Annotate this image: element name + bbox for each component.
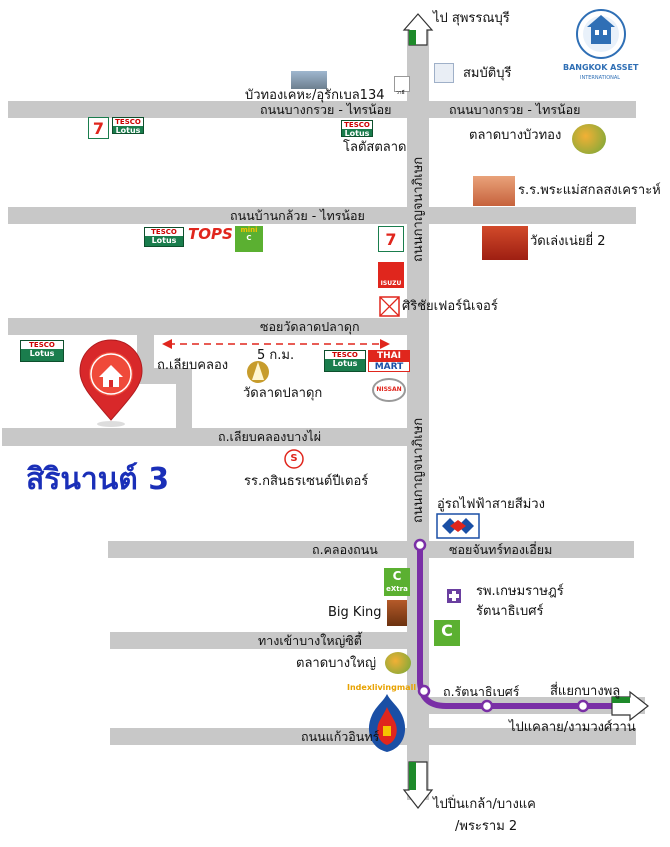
road-liap-khlong-lower	[176, 368, 192, 428]
label-lotus-talat: โลตัสตลาด	[343, 140, 407, 155]
label-sombatburi: สมบัติบุรี	[463, 66, 512, 81]
road-khlong-thanon	[108, 541, 634, 558]
label-road-khlong-thanon: ถ.คลองถนน	[312, 542, 378, 557]
seven-eleven-logo: 7	[88, 117, 109, 139]
isuzu-logo: ISUZU	[378, 262, 404, 288]
label-hospital: รพ.เกษมราษฎร์ รัตนาธิเบศร์	[476, 584, 564, 619]
brand-name: BANGKOK ASSET	[563, 63, 639, 72]
label-index: Indexlivingmall	[347, 683, 417, 692]
label-road-kanchana-lower: ถนนกาญจนาภิเษก	[411, 417, 426, 523]
station-rattanathibet	[417, 684, 431, 698]
brand-sub: INTERNATIONAL	[580, 75, 621, 81]
label-road-soi-chan: ซอยจันทร์ทองเอี่ยม	[449, 542, 553, 557]
big-c-logo: C	[434, 620, 460, 646]
school-building-icon	[473, 176, 515, 206]
label-to-rama2: /พระราม 2	[455, 819, 518, 834]
label-buathong-kehar: บัวทองเคหะ/อุรักเบล134	[245, 88, 385, 103]
road-liap-khlong-bangphai	[2, 428, 408, 446]
label-road-bangkruai-left: ถนนบางกรวย - ไทรน้อย	[260, 102, 392, 117]
seven-eleven-logo-2: 7	[378, 226, 404, 252]
label-sirichai: ศิริชัยเฟอร์นิเจอร์	[402, 299, 498, 314]
label-wat-latpladuk: วัดลาดปลาดุก	[243, 386, 323, 401]
temple-lengnoei-icon	[482, 226, 528, 260]
label-sam-yaek: สี่แยกบางพลู	[550, 684, 621, 699]
label-wat-lengnoei: วัดเล่งเน่ยยี่ 2	[530, 234, 606, 249]
label-road-kanchana-upper: ถนนกาญจนาภิเษก	[411, 156, 426, 262]
label-road-kaeo-in: ถนนแก้วอินทร์	[301, 729, 380, 744]
mrt-logo-icon	[436, 513, 480, 539]
label-phramae: ร.ร.พระแม่สกลสงเคราะห์	[518, 183, 661, 198]
temple-icon	[247, 361, 269, 383]
road-bangyai-city	[110, 632, 408, 649]
label-road-bangkruai-right: ถนนบางกรวย - ไทรน้อย	[449, 102, 581, 117]
tops-logo: TOPS	[188, 225, 232, 243]
label-big-king: Big King	[328, 605, 382, 620]
label-to-khae: ไปแคลาย/งามวงศ์วาน	[509, 720, 636, 735]
nissan-logo: NISSAN	[372, 378, 406, 402]
bangkok-asset-logo-icon	[576, 9, 626, 59]
arrow-up-icon	[402, 13, 434, 46]
sombatburi-icon	[434, 63, 454, 83]
label-liap-khlong: ถ.เลียบคลอง	[157, 358, 229, 373]
label-to-pinklao: ไปปิ่นเกล้า/บางแค	[433, 797, 536, 812]
label-road-banklui: ถนนบ้านกล้วย - ไทรน้อย	[230, 208, 365, 223]
station-mid	[480, 699, 494, 713]
station-khlong-thanon	[413, 538, 427, 552]
hospital-logo-icon	[447, 589, 461, 603]
label-road-soi-wat: ซอยวัดลาดปลาดุก	[260, 319, 360, 334]
label-road-liap-khlong-bangphai: ถ.เลียบคลองบางไผ่	[218, 429, 322, 444]
sirichai-icon	[379, 296, 400, 317]
label-purple-line: อู่รถไฟฟ้าสายสีม่วง	[437, 497, 545, 512]
school-s-logo: S	[290, 453, 298, 464]
thai-mart-logo: THAI MART	[368, 350, 410, 372]
station-bang-phlu	[576, 699, 590, 713]
market-icon	[572, 124, 606, 154]
project-title: สิรินานต์ 3	[26, 462, 170, 497]
road-soi-wat-latpladuk	[8, 318, 408, 335]
ptt-logo-icon	[368, 694, 406, 752]
buathong-kehar-icon	[291, 71, 327, 89]
label-distance: 5 ก.ม.	[257, 348, 295, 363]
vathee-logo-icon: วาธี	[394, 76, 410, 96]
road-banklui-sainoi	[8, 207, 636, 224]
big-king-building-icon	[387, 600, 407, 626]
arrow-down-icon	[402, 761, 434, 809]
home-pin-icon	[79, 339, 143, 427]
arrow-right-icon	[611, 690, 649, 722]
label-road-rattanathibet: ถ.รัตนาธิเบศร์	[443, 684, 520, 699]
label-talat-bangyai: ตลาดบางใหญ่	[296, 656, 377, 671]
label-school-kasem: รร.กสินธรเซนต์ปีเตอร์	[244, 474, 369, 489]
market-bangyai-icon	[385, 652, 411, 674]
label-road-bangyai-city: ทางเข้าบางใหญ่ซิตี้	[258, 633, 362, 648]
label-talat-buathong: ตลาดบางบัวทอง	[469, 128, 562, 143]
school-logo-icon	[284, 449, 304, 469]
label-to-suphanburi: ไป สุพรรณบุรี	[433, 11, 510, 26]
road-bangkruai-sainoi	[8, 101, 636, 118]
distance-arrow	[162, 339, 390, 349]
